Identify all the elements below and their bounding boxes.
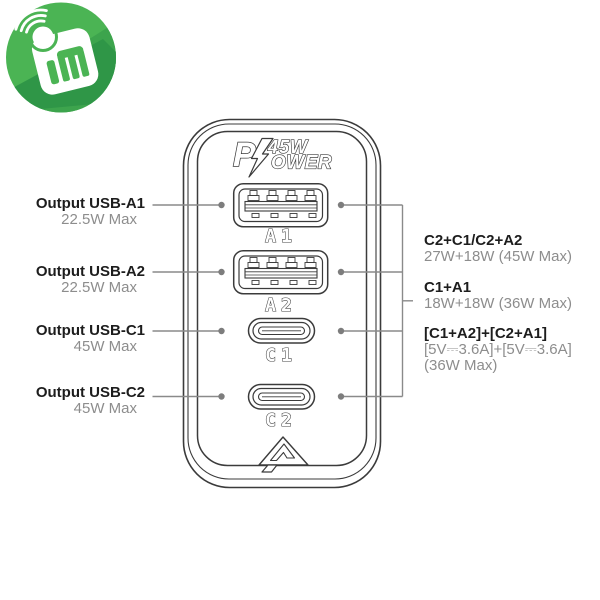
callout-sub: (36W Max) (424, 357, 498, 374)
callout-sub: 27W+18W (45W Max) (424, 248, 572, 265)
callout-title: Output USB-C2 (35, 384, 145, 401)
callout-title: C2+C1/C2+A2 (424, 232, 523, 249)
power-45w-logo: P 45W OWER (232, 135, 332, 178)
triangle-a-logo-icon (258, 436, 309, 473)
leader-left-c1 (152, 327, 225, 335)
leader-left-c2 (152, 393, 225, 400)
callout-title: Output USB-A2 (35, 263, 145, 280)
callout-title: Output USB-C1 (35, 322, 145, 339)
usb-a1-port (232, 182, 329, 228)
callout-sub: [5V⎓3.6A]+[5V⎓3.6A] (424, 341, 572, 358)
leader-right-bracket (337, 201, 413, 400)
callout-combo-2: C1+A1 18W+18W (36W Max) (424, 280, 572, 312)
green-speaker-box-logo-icon (6, 2, 116, 113)
leader-left-a1 (152, 201, 225, 209)
callout-sub: 18W+18W (36W Max) (424, 295, 572, 312)
callout-sub: 45W Max (73, 400, 137, 417)
port-label-c1: C1 (265, 345, 297, 366)
usb-c1-port (247, 317, 316, 344)
callout-sub: 45W Max (73, 338, 137, 355)
callout-output-usb-a1: Output USB-A1 22.5W Max (36, 196, 145, 228)
leader-left-a2 (152, 268, 225, 276)
lightning-bolt-icon (248, 137, 274, 178)
port-label-c2: C2 (265, 410, 297, 431)
callout-sub: 22.5W Max (61, 279, 137, 296)
port-label-a2: A2 (265, 295, 297, 316)
callout-combo-3: [C1+A2]+[C2+A1] [5V⎓3.6A]+[5V⎓3.6A] (36W… (424, 326, 572, 374)
callout-combo-1: C2+C1/C2+A2 27W+18W (45W Max) (424, 233, 572, 265)
callout-output-usb-a2: Output USB-A2 22.5W Max (36, 264, 145, 296)
power-logo-watts: 45W (267, 137, 309, 157)
callout-title: [C1+A2]+[C2+A1] (424, 325, 547, 342)
callout-sub: 22.5W Max (61, 211, 137, 228)
callout-title: C1+A1 (424, 279, 472, 296)
callout-output-usb-c1: Output USB-C1 45W Max (36, 323, 145, 355)
power-logo-suffix: OWER (271, 153, 332, 174)
port-label-a1: A1 (265, 226, 297, 247)
callout-title: Output USB-A1 (35, 195, 145, 212)
callout-output-usb-c2: Output USB-C2 45W Max (36, 385, 145, 417)
